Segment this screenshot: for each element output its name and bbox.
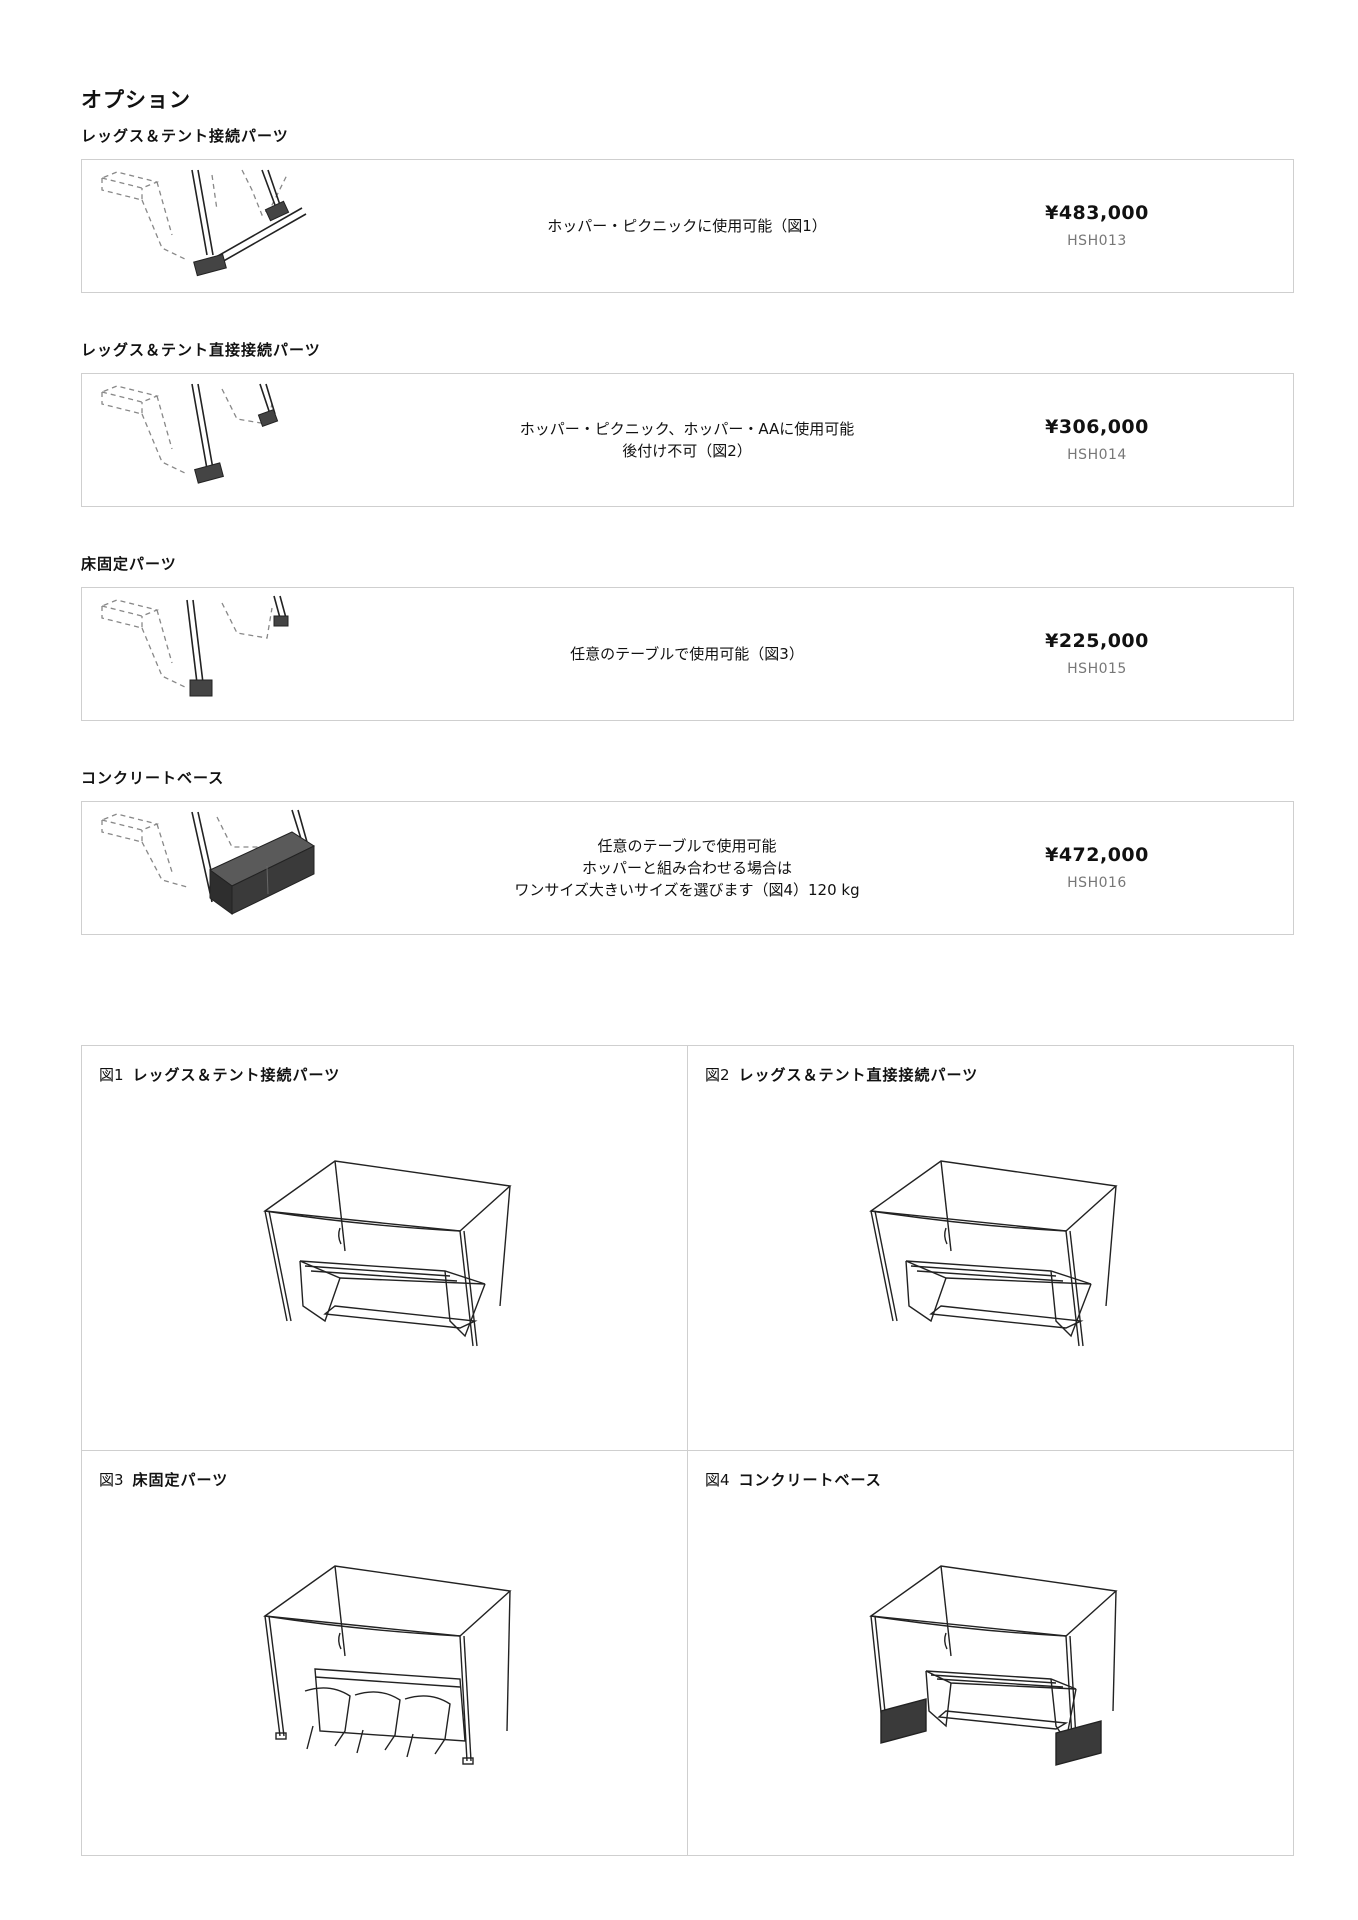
- option-price: ¥483,000: [1045, 202, 1149, 224]
- option-desc-line: 任意のテーブルで使用可能（図3）: [570, 645, 804, 663]
- figure-grid: 図1 レッグス＆テント接続パーツ 図2 レッグス＆テント直接接続パーツ: [81, 1045, 1294, 1856]
- option-code: HSH016: [1067, 875, 1127, 891]
- figure-caption: 図3 床固定パーツ: [99, 1469, 228, 1490]
- page-title: オプション: [81, 88, 191, 112]
- option-price: ¥225,000: [1045, 630, 1149, 652]
- option-desc-line: ホッパー・ピクニックに使用可能（図1）: [547, 217, 827, 235]
- concrete-base-drawing: [92, 802, 392, 934]
- option-desc-line: 任意のテーブルで使用可能: [597, 837, 777, 855]
- figure-name: レッグス＆テント接続パーツ: [132, 1066, 341, 1084]
- figure-caption: 図1 レッグス＆テント接続パーツ: [99, 1064, 340, 1085]
- figure-name: 床固定パーツ: [132, 1471, 229, 1489]
- option-title-legs-tent-direct-connector: レッグス＆テント直接接続パーツ: [81, 341, 321, 359]
- option-desc-line: ワンサイズ大きいサイズを選びます（図4）120 kg: [514, 881, 860, 899]
- figure-caption: 図2 レッグス＆テント直接接続パーツ: [705, 1064, 978, 1085]
- figure-number: 図4: [705, 1471, 730, 1489]
- figure-cell-2: 図2 レッグス＆テント直接接続パーツ: [688, 1046, 1294, 1451]
- option-title-legs-tent-connector: レッグス＆テント接続パーツ: [81, 127, 289, 145]
- option-description: 任意のテーブルで使用可能 ホッパーと組み合わせる場合は ワンサイズ大きいサイズを…: [462, 802, 912, 934]
- option-desc-line: ホッパーと組み合わせる場合は: [581, 859, 792, 877]
- option-desc-line: 後付け不可（図2）: [622, 442, 752, 460]
- figure-cell-3: 図3 床固定パーツ: [82, 1451, 688, 1856]
- figure-name: コンクリートベース: [738, 1471, 882, 1489]
- tent-table-concrete-drawing: [851, 1561, 1131, 1801]
- figure-cell-1: 図1 レッグス＆テント接続パーツ: [82, 1046, 688, 1451]
- option-price: ¥306,000: [1045, 416, 1149, 438]
- tent-table-chairs-drawing: [245, 1561, 525, 1801]
- figure-cell-4: 図4 コンクリートベース: [688, 1451, 1294, 1856]
- option-title-concrete-base: コンクリートベース: [81, 769, 225, 787]
- option-code: HSH015: [1067, 661, 1127, 677]
- option-code: HSH013: [1067, 233, 1127, 249]
- figure-number: 図2: [705, 1066, 730, 1084]
- option-price: ¥472,000: [1045, 844, 1149, 866]
- option-code: HSH014: [1067, 447, 1127, 463]
- legs-tent-direct-connector-drawing: [92, 374, 392, 506]
- option-description: 任意のテーブルで使用可能（図3）: [462, 588, 912, 720]
- option-desc-line: ホッパー・ピクニック、ホッパー・AAに使用可能: [519, 420, 855, 438]
- tent-table-drawing: [851, 1156, 1131, 1396]
- figure-number: 図3: [99, 1471, 124, 1489]
- tent-table-drawing: [245, 1156, 525, 1396]
- option-title-floor-fixing-parts: 床固定パーツ: [81, 555, 177, 573]
- floor-fixing-parts-drawing: [92, 588, 392, 720]
- option-card-floor-fixing-parts: 任意のテーブルで使用可能（図3） ¥225,000 HSH015: [81, 587, 1294, 721]
- figure-caption: 図4 コンクリートベース: [705, 1469, 882, 1490]
- option-card-concrete-base: 任意のテーブルで使用可能 ホッパーと組み合わせる場合は ワンサイズ大きいサイズを…: [81, 801, 1294, 935]
- option-description: ホッパー・ピクニック、ホッパー・AAに使用可能 後付け不可（図2）: [462, 374, 912, 506]
- figure-name: レッグス＆テント直接接続パーツ: [738, 1066, 979, 1084]
- figure-number: 図1: [99, 1066, 124, 1084]
- option-card-legs-tent-connector: ホッパー・ピクニックに使用可能（図1） ¥483,000 HSH013: [81, 159, 1294, 293]
- option-card-legs-tent-direct-connector: ホッパー・ピクニック、ホッパー・AAに使用可能 後付け不可（図2） ¥306,0…: [81, 373, 1294, 507]
- legs-tent-connector-drawing: [92, 160, 392, 292]
- option-description: ホッパー・ピクニックに使用可能（図1）: [462, 160, 912, 292]
